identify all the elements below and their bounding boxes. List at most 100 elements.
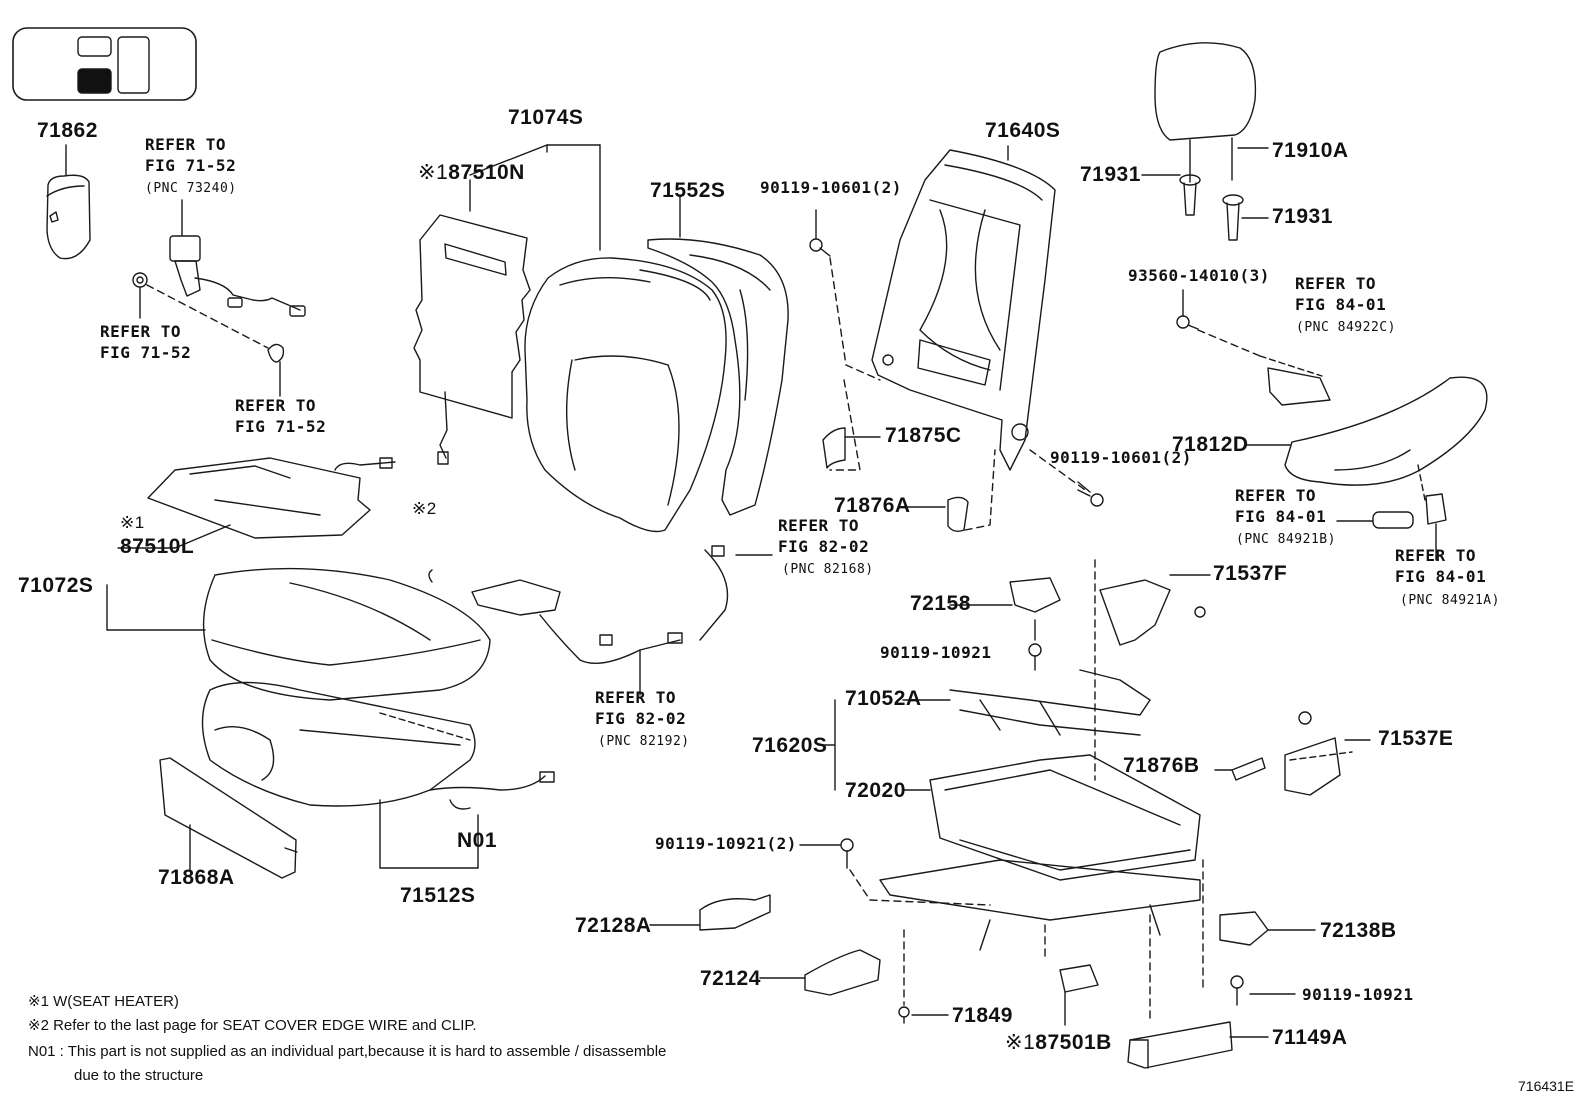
part-72138B-cover [1202, 859, 1316, 991]
ref6-line3: (PNC 84921B) [1236, 532, 1336, 547]
part-71868A-cushion-trim [159, 757, 298, 879]
marker-1: ※1 [418, 161, 449, 184]
part-71640S-seatback-frame [871, 145, 1056, 471]
label-71620S[interactable]: 71620S [752, 734, 828, 757]
footnote-2: ※2 Refer to the last page for SEAT COVER… [28, 1017, 477, 1034]
seatbelt-buckle-ref [132, 199, 306, 397]
diagram-id: 716431E [1518, 1078, 1575, 1094]
label-87510L[interactable]: 87510L [120, 535, 195, 558]
part-87510L-cushion-heater [117, 457, 396, 549]
ref5-line1: REFER TO [778, 516, 860, 535]
label-N01[interactable]: N01 [457, 829, 498, 852]
label-71876A[interactable]: 71876A [834, 494, 911, 517]
label-71072S[interactable]: 71072S [18, 574, 94, 597]
part-71149A-cover [1127, 914, 1269, 1069]
ref6-line1: REFER TO [1235, 486, 1317, 505]
part-71876B-cover [1214, 757, 1266, 781]
label-72124[interactable]: 72124 [700, 967, 761, 990]
label-71910A[interactable]: 71910A [1272, 139, 1349, 162]
wire-harness-ref [471, 545, 773, 696]
ref4-line2: FIG 84-01 [1295, 295, 1387, 314]
label-71537F[interactable]: 71537F [1213, 562, 1288, 585]
label-90119-10601-2-top[interactable]: 90119-10601(2) [760, 178, 902, 197]
part-71074S-seatback-cover [469, 144, 727, 533]
label-71868A[interactable]: 71868A [158, 866, 235, 889]
part-93560-screw [1176, 289, 1331, 406]
part-71849-clip [898, 929, 949, 1024]
marker-1-87501B: ※1 [1005, 1031, 1036, 1054]
bolt-90119-10921 [1230, 975, 1296, 1006]
label-71552S[interactable]: 71552S [650, 179, 726, 202]
part-71537E-cover [1284, 711, 1371, 796]
label-71074S[interactable]: 71074S [508, 106, 584, 129]
part-71072S-seat-cushion [106, 567, 491, 701]
ref4-line1: REFER TO [1295, 274, 1377, 293]
part-72128A-cover [649, 894, 771, 931]
ref6-line2: FIG 84-01 [1235, 507, 1327, 526]
label-71052A[interactable]: 71052A [845, 687, 922, 710]
label-72138B[interactable]: 72138B [1320, 919, 1397, 942]
ref5-line3: (PNC 82168) [782, 562, 874, 577]
ref3-line1: REFER TO [235, 396, 317, 415]
ref3-line2: FIG 71-52 [235, 417, 327, 436]
label-72128A[interactable]: 72128A [575, 914, 652, 937]
switch-knobs-ref [1336, 493, 1447, 561]
part-71512S-cushion-pad [201, 681, 479, 869]
footnote-3: N01 : This part is not supplied as an in… [28, 1043, 667, 1060]
ref8-line3: (PNC 82192) [598, 734, 690, 749]
bolts-90119-10601 [809, 209, 1104, 507]
label-71640S[interactable]: 71640S [985, 119, 1061, 142]
label-71876B[interactable]: 71876B [1123, 754, 1200, 777]
part-71910A-headrest [1154, 42, 1269, 183]
label-72158[interactable]: 72158 [910, 592, 971, 615]
ref5-line2: FIG 82-02 [778, 537, 870, 556]
label-71862[interactable]: 71862 [37, 119, 98, 142]
ref1-line3: (PNC 73240) [145, 181, 237, 196]
label-90119-10921-2[interactable]: 90119-10921(2) [655, 834, 797, 853]
seat-position-locator-icon [12, 27, 197, 101]
label-71849[interactable]: 71849 [952, 1004, 1013, 1027]
part-72020-seat-frame [817, 699, 1201, 951]
label-71537E[interactable]: 71537E [1378, 727, 1454, 750]
part-87510N-back-heater [413, 179, 531, 465]
label-87510N[interactable]: ※187510N [418, 161, 525, 184]
label-90119-10921-right[interactable]: 90119-10921 [1302, 985, 1414, 1004]
label-93560-14010-3[interactable]: 93560-14010(3) [1128, 266, 1270, 285]
part-71552S-seatback-pad [647, 194, 789, 516]
part-71812D-side-shield [1244, 376, 1488, 501]
label-71931-left[interactable]: 71931 [1080, 163, 1141, 186]
ref8-line2: FIG 82-02 [595, 709, 687, 728]
ref2-line2: FIG 71-52 [100, 343, 192, 362]
label-71149A[interactable]: 71149A [1272, 1026, 1348, 1049]
label-71512S[interactable]: 71512S [400, 884, 476, 907]
label-72020[interactable]: 72020 [845, 779, 906, 802]
recliner-covers [822, 379, 996, 533]
ref1-line2: FIG 71-52 [145, 156, 237, 175]
part-N01-wire [429, 771, 555, 810]
label-90119-10601-2-right[interactable]: 90119-10601(2) [1050, 448, 1192, 467]
clip-icon [428, 569, 433, 583]
footnote-1: ※1 W(SEAT HEATER) [28, 993, 179, 1010]
label-71931-right[interactable]: 71931 [1272, 205, 1333, 228]
part-71537F-cover [1094, 559, 1211, 781]
ref7-line1: REFER TO [1395, 546, 1477, 565]
part-71931-headrest-guides [1141, 174, 1269, 241]
part-72158-bracket [949, 577, 1061, 671]
bolt-90119-10921-2 [799, 838, 991, 906]
part-71052A-cushion-spring [902, 669, 1151, 736]
label-71875C[interactable]: 71875C [885, 424, 962, 447]
ref1-line1: REFER TO [145, 135, 227, 154]
ref8-line1: REFER TO [595, 688, 677, 707]
part-71862-cover [46, 144, 91, 260]
ref4-line3: (PNC 84922C) [1296, 320, 1396, 335]
marker-2: ※2 [412, 499, 437, 518]
label-90119-10921-top[interactable]: 90119-10921 [880, 643, 992, 662]
label-71812D[interactable]: 71812D [1172, 433, 1249, 456]
label-87501B[interactable]: ※187501B [1005, 1031, 1112, 1054]
part-72124-cover [759, 949, 881, 996]
marker-1-87510L: ※1 [120, 513, 145, 532]
ref7-line3: (PNC 84921A) [1400, 593, 1500, 608]
ref2-line1: REFER TO [100, 322, 182, 341]
